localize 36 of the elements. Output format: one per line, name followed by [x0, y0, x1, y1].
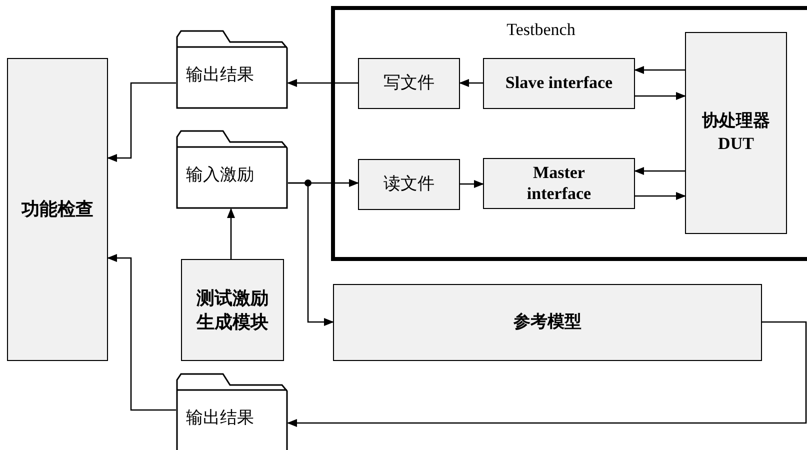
process-box	[483, 158, 635, 209]
arrow	[107, 254, 176, 411]
node-label: 测试激励生成模块	[196, 286, 268, 334]
testbench-frame	[331, 6, 807, 261]
node-label: 写文件	[384, 72, 434, 94]
arrow	[635, 192, 686, 200]
process-box	[181, 259, 284, 361]
node-label: 读文件	[384, 173, 434, 196]
process-box	[358, 159, 460, 210]
node-label: 功能检查	[22, 198, 94, 222]
process-box	[7, 58, 108, 361]
process-box	[333, 284, 762, 361]
file-folder	[176, 373, 288, 450]
node-label: 协处理器 DUT	[701, 110, 771, 155]
process-box	[358, 58, 460, 109]
arrow	[227, 208, 235, 259]
process-box	[685, 32, 787, 234]
process-box	[483, 58, 635, 109]
node-label: 输出结果	[186, 407, 254, 429]
node-label: Master interface	[526, 163, 592, 204]
file-folder	[176, 30, 288, 109]
arrow	[459, 79, 483, 87]
arrow	[287, 79, 358, 87]
arrow	[287, 321, 807, 427]
node-label: Slave interface	[505, 72, 613, 94]
arrow	[634, 66, 685, 74]
node-label: 参考模型	[514, 311, 582, 334]
file-folder	[176, 130, 288, 209]
arrow	[635, 92, 686, 100]
arrow	[460, 180, 484, 188]
node-label: 输出结果	[186, 64, 254, 86]
arrow	[288, 182, 334, 326]
arrow	[107, 82, 176, 162]
arrow	[634, 167, 685, 175]
frame-heading: Testbench	[506, 19, 576, 41]
node-label: 输入激励	[186, 164, 254, 186]
